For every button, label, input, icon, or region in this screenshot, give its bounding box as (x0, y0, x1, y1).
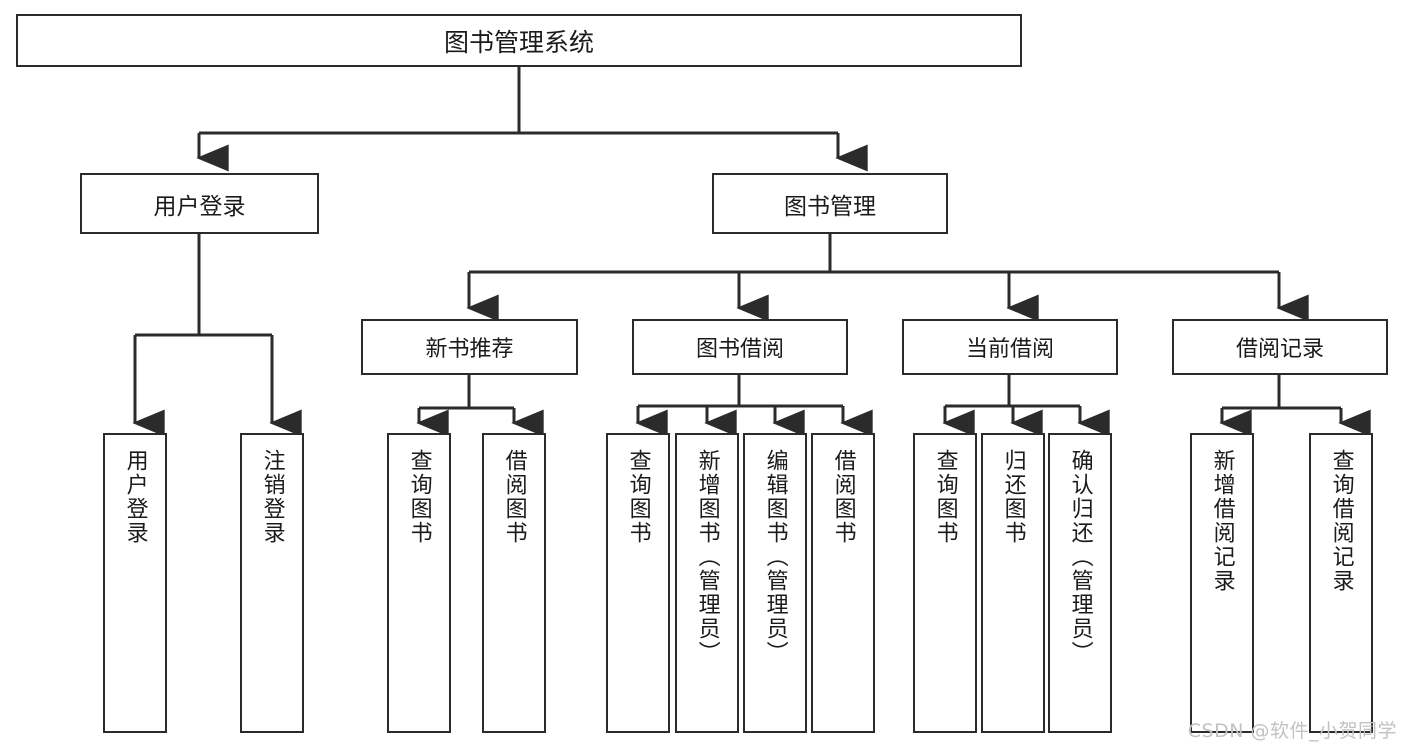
leaf-query-book-2[interactable]: 查询图书 (606, 433, 670, 733)
node-book-management-label: 图书管理 (784, 193, 876, 220)
node-book-borrow-label: 图书借阅 (695, 337, 784, 362)
leaf-query-book-1[interactable]: 查询图书 (387, 433, 451, 733)
leaf-user-login[interactable]: 用户登录 (103, 433, 167, 733)
leaf-confirm-return-label: 确认归还（管理员） (1067, 449, 1093, 665)
leaf-user-login-label: 用户登录 (122, 449, 148, 545)
leaf-borrow-book-1[interactable]: 借阅图书 (482, 433, 546, 733)
leaf-return-book[interactable]: 归还图书 (981, 433, 1045, 733)
leaf-borrow-book-2-label: 借阅图书 (830, 449, 856, 545)
node-current-borrow-label: 当前借阅 (965, 337, 1054, 362)
node-new-book-recommend[interactable]: 新书推荐 (361, 319, 578, 375)
node-borrow-record-label: 借阅记录 (1235, 337, 1324, 362)
leaf-query-book-2-label: 查询图书 (625, 449, 651, 545)
leaf-query-record-label: 查询借阅记录 (1328, 449, 1354, 593)
leaf-borrow-book-2[interactable]: 借阅图书 (811, 433, 875, 733)
node-current-borrow[interactable]: 当前借阅 (902, 319, 1118, 375)
leaf-query-book-3[interactable]: 查询图书 (913, 433, 977, 733)
leaf-query-book-3-label: 查询图书 (932, 449, 958, 545)
leaf-add-record[interactable]: 新增借阅记录 (1190, 433, 1254, 733)
leaf-return-book-label: 归还图书 (1000, 449, 1026, 545)
leaf-edit-book-label: 编辑图书（管理员） (762, 449, 788, 665)
leaf-confirm-return[interactable]: 确认归还（管理员） (1048, 433, 1112, 733)
leaf-borrow-book-1-label: 借阅图书 (501, 449, 527, 545)
leaf-query-record[interactable]: 查询借阅记录 (1309, 433, 1373, 733)
node-root[interactable]: 图书管理系统 (16, 14, 1022, 67)
watermark: CSDN @软件_小贺同学 (1187, 720, 1397, 742)
node-user-login-label: 用户登录 (153, 193, 246, 220)
leaf-edit-book[interactable]: 编辑图书（管理员） (743, 433, 807, 733)
leaf-logout[interactable]: 注销登录 (240, 433, 304, 733)
node-user-login[interactable]: 用户登录 (80, 173, 319, 234)
leaf-add-book-label: 新增图书（管理员） (694, 449, 720, 665)
leaf-logout-label: 注销登录 (259, 449, 285, 545)
node-new-book-recommend-label: 新书推荐 (425, 337, 514, 362)
node-book-borrow[interactable]: 图书借阅 (632, 319, 848, 375)
node-book-management[interactable]: 图书管理 (712, 173, 948, 234)
leaf-add-book[interactable]: 新增图书（管理员） (675, 433, 739, 733)
leaf-add-record-label: 新增借阅记录 (1209, 449, 1235, 593)
leaf-query-book-1-label: 查询图书 (406, 449, 432, 545)
node-borrow-record[interactable]: 借阅记录 (1172, 319, 1388, 375)
node-root-label: 图书管理系统 (443, 27, 594, 57)
